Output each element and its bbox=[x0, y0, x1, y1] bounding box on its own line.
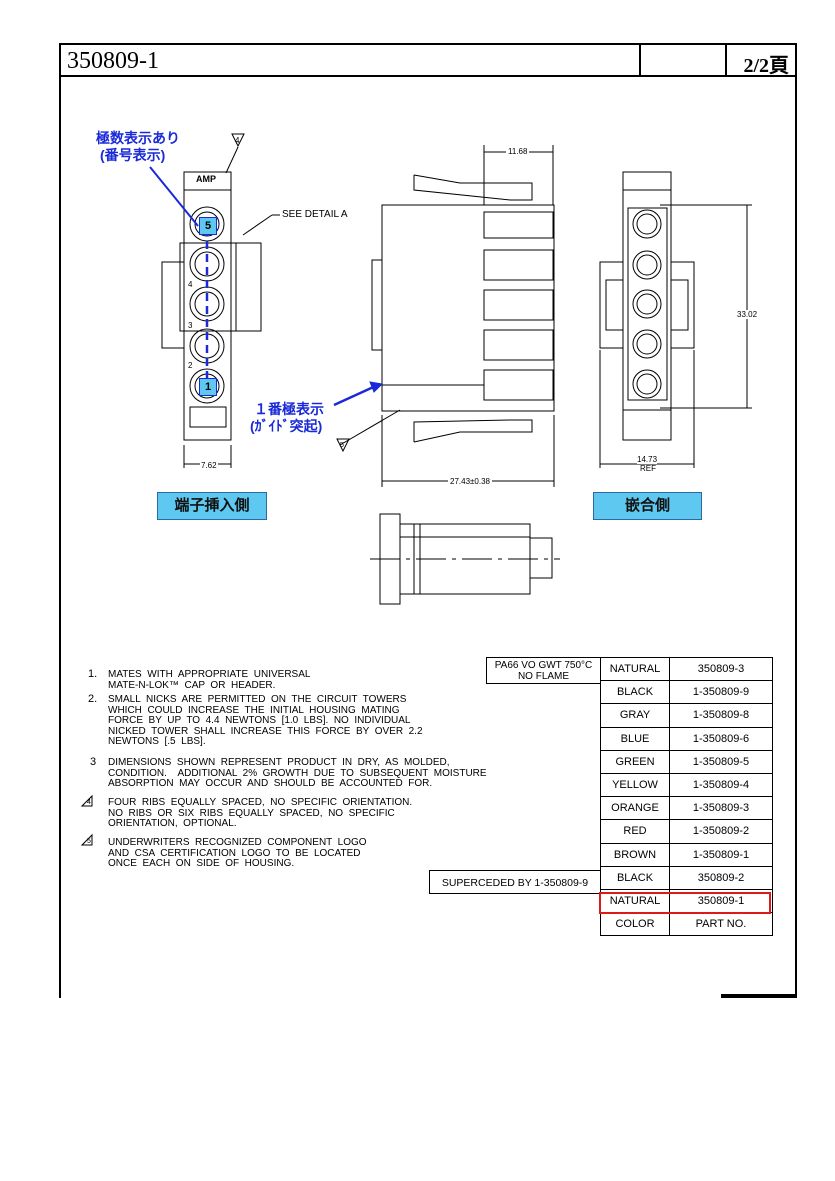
multi-pole-line1: 極数表示あり bbox=[96, 130, 180, 146]
pin1-note: １番極表示 (ｶﾞｲﾄﾞ突起) bbox=[250, 401, 324, 435]
multi-pole-note: 極数表示あり (番号表示) bbox=[96, 130, 180, 164]
note-4-number: 4 bbox=[87, 799, 91, 806]
color-cell: GREEN bbox=[600, 749, 670, 774]
part-number-cell: 1-350809-3 bbox=[669, 796, 773, 821]
part-number-cell: 1-350809-6 bbox=[669, 726, 773, 751]
dim-rear-width-ref: REF bbox=[640, 464, 656, 473]
color-cell: YELLOW bbox=[600, 772, 670, 798]
side-view bbox=[333, 145, 555, 487]
current-part-highlight bbox=[599, 892, 771, 914]
page-indicator: 2/2頁 bbox=[743, 55, 789, 77]
part-number-cell: 1-350809-9 bbox=[669, 680, 773, 705]
pole-5-marker: 5 bbox=[199, 217, 217, 235]
part-number-cell: 1-350809-2 bbox=[669, 819, 773, 844]
material-box: PA66 VO GWT 750°C NO FLAME bbox=[486, 657, 601, 684]
dim-length: 27.43±0.38 bbox=[448, 477, 492, 486]
multi-pole-line2: (番号表示) bbox=[100, 147, 166, 163]
part-number-cell: 1-350809-1 bbox=[669, 842, 773, 867]
rear-view bbox=[599, 171, 752, 468]
part-number-cell: 350809-3 bbox=[669, 656, 773, 682]
color-cell: NATURAL bbox=[600, 656, 670, 682]
front-view bbox=[149, 133, 280, 468]
pole-1-marker: 1 bbox=[199, 378, 217, 396]
see-detail-label: SEE DETAIL A bbox=[282, 209, 348, 220]
bottom-view bbox=[370, 513, 560, 605]
dim-top-width: 11.68 bbox=[506, 147, 530, 156]
note-3-text: DIMENSIONS SHOWN REPRESENT PRODUCT IN DR… bbox=[108, 757, 487, 789]
note-5-text: UNDERWRITERS RECOGNIZED COMPONENT LOGO A… bbox=[108, 837, 367, 869]
superceded-box: SUPERCEDED BY 1-350809-9 bbox=[429, 870, 601, 894]
note-2-text: SMALL NICKS ARE PERMITTED ON THE CIRCUIT… bbox=[108, 694, 423, 747]
color-cell: BLACK bbox=[600, 680, 670, 705]
color-cell: BROWN bbox=[600, 842, 670, 867]
color-cell: BLUE bbox=[600, 726, 670, 751]
part-number-cell: 1-350809-5 bbox=[669, 749, 773, 774]
frame-bottom-mark bbox=[721, 994, 797, 998]
color-cell: BLACK bbox=[600, 865, 670, 890]
pin1-line1: １番極表示 bbox=[254, 401, 324, 417]
note-5-number: 5 bbox=[87, 838, 91, 845]
note-3-number: 3 bbox=[90, 756, 97, 768]
flag-5-label: 5 bbox=[340, 442, 344, 449]
flag-4-label: 4 bbox=[235, 136, 240, 145]
pole-2-label: 2 bbox=[188, 361, 193, 370]
mating-side-label: 嵌合側 bbox=[593, 492, 702, 520]
part-number-cell: 1-350809-8 bbox=[669, 703, 773, 728]
part-number-cell: 1-350809-4 bbox=[669, 772, 773, 798]
logo-text: AMP bbox=[196, 174, 216, 184]
note-2-number: 2. bbox=[88, 693, 98, 705]
note-1-text: MATES WITH APPROPRIATE UNIVERSAL MATE-N-… bbox=[108, 669, 311, 691]
part-number-cell: PART NO. bbox=[669, 912, 773, 937]
dim-rear-width: 14.73 bbox=[637, 455, 658, 464]
pole-3-label: 3 bbox=[188, 321, 193, 330]
note-4-text: FOUR RIBS EQUALLY SPACED, NO SPECIFIC OR… bbox=[108, 797, 413, 829]
pole-4-label: 4 bbox=[188, 280, 193, 289]
part-number-cell: 350809-2 bbox=[669, 865, 773, 890]
pin1-line2: (ｶﾞｲﾄﾞ突起) bbox=[250, 418, 323, 434]
part-number-title: 350809-1 bbox=[67, 48, 159, 74]
insert-side-label: 端子挿入側 bbox=[157, 492, 267, 520]
color-cell: RED bbox=[600, 819, 670, 844]
color-cell: GRAY bbox=[600, 703, 670, 728]
title-empty-cell bbox=[639, 45, 727, 75]
material-line1: PA66 VO GWT 750°C bbox=[494, 660, 593, 671]
color-cell: ORANGE bbox=[600, 796, 670, 821]
color-cell: COLOR bbox=[600, 912, 670, 937]
title-block: 350809-1 2/2頁 bbox=[59, 43, 797, 77]
dim-front-width: 7.62 bbox=[200, 461, 218, 470]
dim-height: 33.02 bbox=[737, 310, 758, 319]
material-line2: NO FLAME bbox=[517, 671, 570, 682]
note-1-number: 1. bbox=[88, 668, 98, 680]
